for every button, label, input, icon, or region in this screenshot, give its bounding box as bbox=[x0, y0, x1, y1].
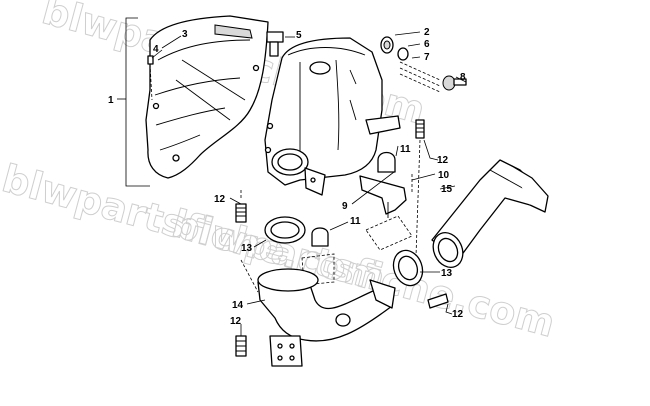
bracket-1 bbox=[125, 17, 150, 187]
leader-3 bbox=[161, 35, 182, 49]
spring-12-upper bbox=[415, 119, 425, 139]
washer-6 bbox=[397, 47, 409, 61]
bracket-9 bbox=[359, 175, 407, 218]
callout-15: 15 bbox=[441, 184, 453, 195]
leader-15 bbox=[439, 185, 456, 190]
leader-7 bbox=[411, 56, 421, 59]
guide-lower-left bbox=[240, 259, 259, 293]
mount-11-upper bbox=[377, 151, 396, 173]
leader-14 bbox=[246, 299, 266, 305]
grommet-2 bbox=[380, 36, 394, 54]
callout-5: 5 bbox=[296, 30, 302, 41]
callout-9: 9 bbox=[342, 201, 348, 212]
y-pipe-15 bbox=[431, 159, 549, 269]
gasket-13-left bbox=[264, 216, 306, 244]
leader-12-upper bbox=[423, 139, 439, 161]
callout-12-left: 12 bbox=[214, 194, 226, 205]
leader-10 bbox=[411, 173, 436, 181]
callout-12-upper: 12 bbox=[437, 155, 449, 166]
callout-12-bottom: 12 bbox=[230, 316, 242, 327]
leader-11-lower bbox=[329, 221, 349, 231]
leader-11-upper bbox=[395, 145, 399, 157]
exhaust-pipe-14 bbox=[257, 268, 396, 367]
leader-13-left bbox=[253, 239, 267, 248]
leader-12-right bbox=[445, 303, 453, 315]
clip-7 bbox=[399, 61, 441, 93]
mount-11-lower bbox=[311, 227, 329, 247]
callout-13-left: 13 bbox=[241, 243, 253, 254]
screw-4 bbox=[147, 55, 154, 101]
gasket-13-right bbox=[392, 249, 424, 287]
callout-13-right: 13 bbox=[441, 268, 453, 279]
leader-12-left bbox=[229, 197, 242, 205]
callout-1: 1 bbox=[108, 95, 114, 106]
heat-shield bbox=[145, 15, 269, 179]
plate-outline bbox=[365, 215, 413, 251]
leader-2 bbox=[394, 31, 421, 36]
callout-4: 4 bbox=[153, 44, 159, 55]
callout-11-upper: 11 bbox=[400, 144, 411, 155]
spring-12-right bbox=[427, 293, 449, 309]
leader-8 bbox=[455, 76, 467, 83]
leader-6 bbox=[407, 43, 421, 47]
callout-8: 8 bbox=[460, 72, 466, 83]
callout-7: 7 bbox=[424, 52, 430, 63]
callout-11-lower: 11 bbox=[350, 216, 361, 227]
callout-14: 14 bbox=[232, 300, 244, 311]
muffler-canister bbox=[264, 37, 401, 196]
callout-3: 3 bbox=[182, 29, 188, 40]
leader-4 bbox=[151, 49, 163, 59]
spring-12-left bbox=[235, 203, 247, 223]
callout-2: 2 bbox=[424, 27, 430, 38]
spring-12-bottom bbox=[235, 335, 247, 357]
stud-5 bbox=[266, 31, 284, 57]
leader-9 bbox=[351, 171, 395, 205]
callout-12-right: 12 bbox=[452, 309, 464, 320]
callout-6: 6 bbox=[424, 39, 430, 50]
callout-10: 10 bbox=[438, 170, 450, 181]
guide-right bbox=[415, 139, 421, 257]
lower-mount-plate bbox=[301, 253, 335, 286]
